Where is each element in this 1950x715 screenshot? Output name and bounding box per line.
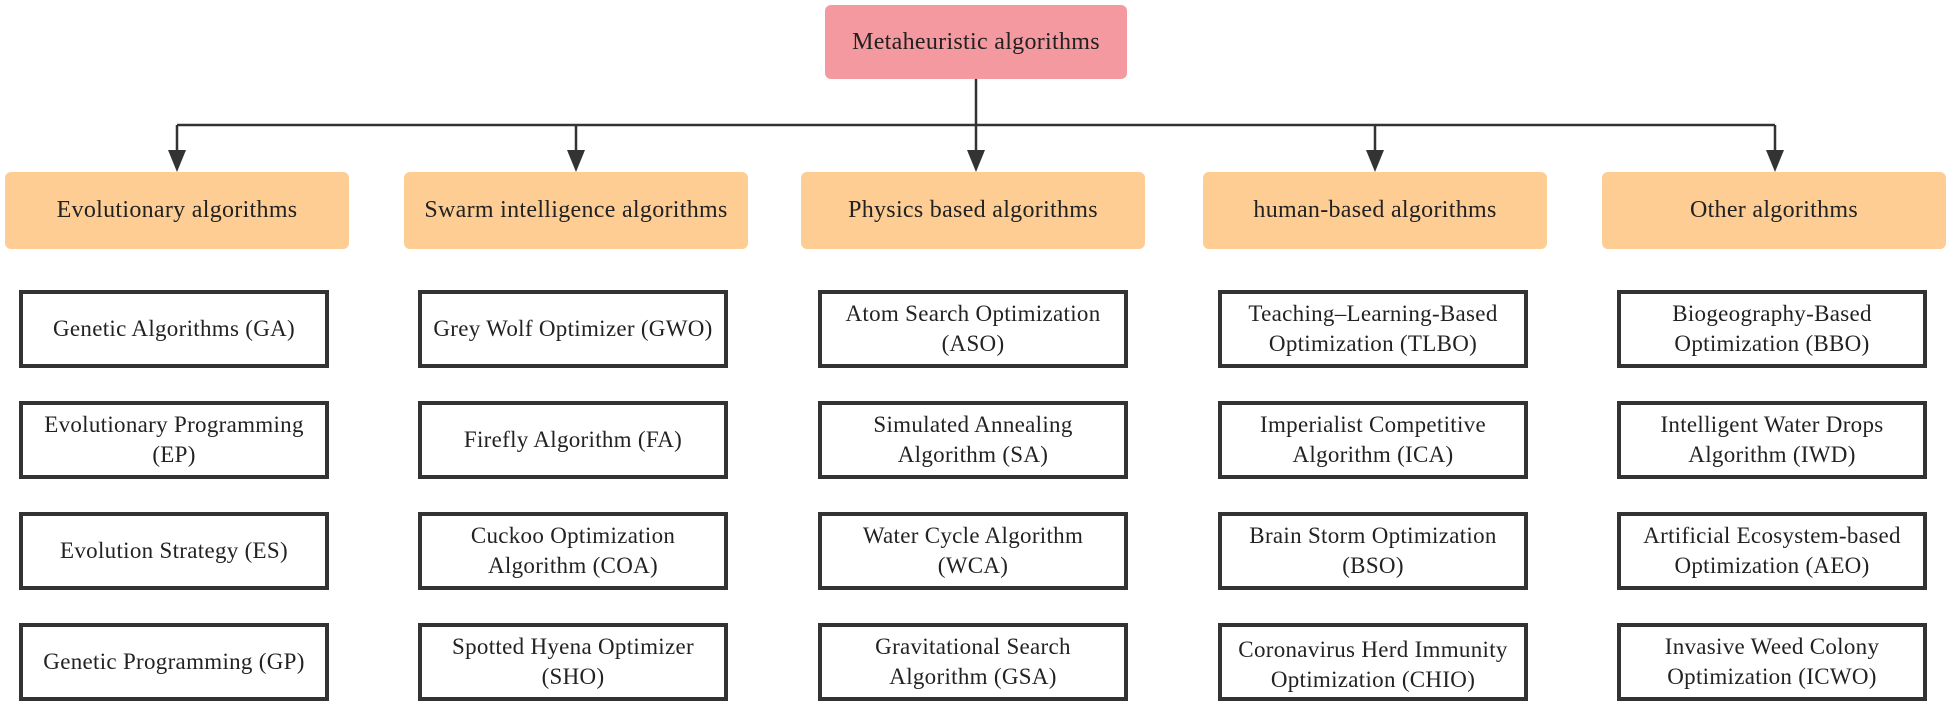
algorithm-box-chio: Coronavirus Herd Immunity Optimization (… [1218,623,1528,701]
category-label: human-based algorithms [1253,197,1497,223]
category-label: Physics based algorithms [848,197,1098,223]
arrowhead-evolutionary [168,150,186,172]
algorithm-label: Teaching–Learning-Based Optimization (TL… [1248,301,1498,356]
root-node: Metaheuristic algorithms [825,5,1127,79]
algorithm-label: Cuckoo Optimization Algorithm (COA) [470,523,676,578]
algorithm-box-bbo: Biogeography-Based Optimization (BBO) [1617,290,1927,368]
algorithm-box-sho: Spotted Hyena Optimizer (SHO) [418,623,728,701]
arrowhead-other [1766,150,1784,172]
category-human-based: human-based algorithms [1203,172,1547,249]
algorithm-label: Imperialist Competitive Algorithm (ICA) [1260,412,1486,467]
algorithm-box-icwo: Invasive Weed Colony Optimization (ICWO) [1617,623,1927,701]
category-swarm-intelligence: Swarm intelligence algorithms [404,172,748,249]
algorithm-label: Grey Wolf Optimizer (GWO) [433,316,713,341]
algorithm-box-fa: Firefly Algorithm (FA) [418,401,728,479]
algorithm-label: Simulated Annealing Algorithm (SA) [873,412,1073,467]
algorithm-box-ica: Imperialist Competitive Algorithm (ICA) [1218,401,1528,479]
algorithm-box-es: Evolution Strategy (ES) [19,512,329,590]
category-label: Other algorithms [1689,197,1859,223]
algorithm-box-gwo: Grey Wolf Optimizer (GWO) [418,290,728,368]
algorithm-box-iwd: Intelligent Water Drops Algorithm (IWD) [1617,401,1927,479]
arrowhead-swarm [567,150,585,172]
algorithm-label: Biogeography-Based Optimization (BBO) [1672,301,1872,356]
algorithm-label: Firefly Algorithm (FA) [463,427,683,452]
algorithm-label: Invasive Weed Colony Optimization (ICWO) [1664,634,1880,689]
algorithm-box-bso: Brain Storm Optimization (BSO) [1218,512,1528,590]
algorithm-box-coa: Cuckoo Optimization Algorithm (COA) [418,512,728,590]
algorithm-box-tlbo: Teaching–Learning-Based Optimization (TL… [1218,290,1528,368]
category-physics-based: Physics based algorithms [801,172,1145,249]
root-label: Metaheuristic algorithms [852,28,1100,55]
algorithm-box-gsa: Gravitational Search Algorithm (GSA) [818,623,1128,701]
algorithm-label: Evolution Strategy (ES) [60,538,288,563]
category-label: Swarm intelligence algorithms [424,197,728,223]
algorithm-label: Coronavirus Herd Immunity Optimization (… [1238,637,1508,692]
algorithm-label: Spotted Hyena Optimizer (SHO) [452,634,694,689]
arrowhead-human [1366,150,1384,172]
algorithm-label: Brain Storm Optimization (BSO) [1249,523,1497,578]
algorithm-box-ep: Evolutionary Programming (EP) [19,401,329,479]
algorithm-label: Atom Search Optimization (ASO) [845,301,1101,356]
algorithm-label: Gravitational Search Algorithm (GSA) [875,634,1071,689]
category-other: Other algorithms [1602,172,1946,249]
algorithm-box-wca: Water Cycle Algorithm (WCA) [818,512,1128,590]
category-evolutionary: Evolutionary algorithms [5,172,349,249]
algorithm-label: Water Cycle Algorithm (WCA) [862,523,1084,578]
algorithm-label: Evolutionary Programming (EP) [44,412,304,467]
algorithm-box-sa: Simulated Annealing Algorithm (SA) [818,401,1128,479]
algorithm-box-aeo: Artificial Ecosystem-based Optimization … [1617,512,1927,590]
algorithm-label: Artificial Ecosystem-based Optimization … [1643,523,1901,578]
algorithm-label: Genetic Algorithms (GA) [53,316,295,341]
algorithm-label: Intelligent Water Drops Algorithm (IWD) [1660,412,1884,467]
algorithm-box-gp: Genetic Programming (GP) [19,623,329,701]
category-label: Evolutionary algorithms [56,197,298,223]
algorithm-box-aso: Atom Search Optimization (ASO) [818,290,1128,368]
arrowhead-physics [967,150,985,172]
algorithm-label: Genetic Programming (GP) [43,649,305,674]
algorithm-box-ga: Genetic Algorithms (GA) [19,290,329,368]
